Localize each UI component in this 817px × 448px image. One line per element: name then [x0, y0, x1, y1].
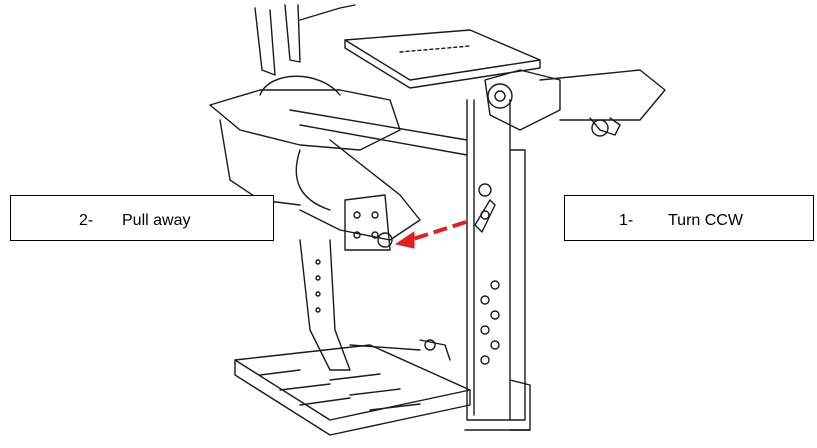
callout-turn-ccw: 1- Turn CCW — [564, 195, 814, 241]
knee-pad — [209, 75, 421, 251]
red-arrow-icon — [394, 220, 467, 249]
footplate — [234, 339, 471, 436]
rear-caster-bracket — [464, 379, 531, 431]
callout-step-text: Turn CCW — [668, 212, 743, 229]
callout-step-number: 1- — [619, 212, 634, 229]
left-post — [299, 239, 351, 371]
rear-upright — [254, 4, 356, 76]
callout-pull-away: 2- Pull away — [10, 195, 274, 241]
right-post — [466, 99, 526, 421]
crossbars — [289, 109, 468, 156]
callout-step-text: Pull away — [122, 212, 191, 229]
callout-step-number: 2- — [79, 212, 94, 229]
lever-housing — [484, 69, 666, 137]
seat-plate — [344, 29, 541, 89]
